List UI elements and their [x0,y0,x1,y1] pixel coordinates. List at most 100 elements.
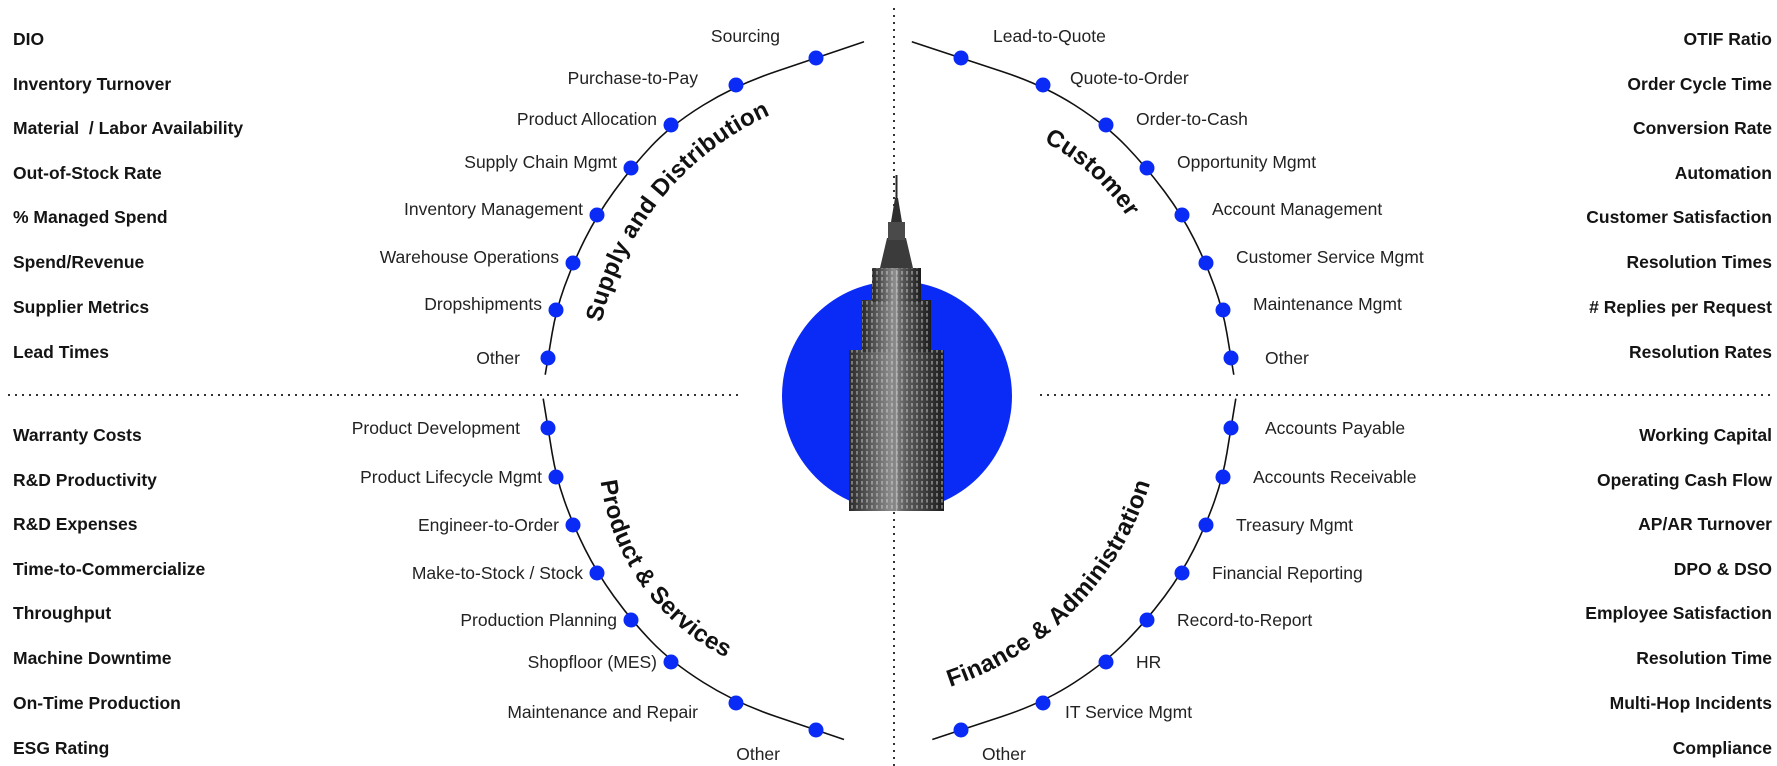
quadrant-title-product: Product & Services [595,478,737,663]
process-label-supply-6: Dropshipments [424,294,542,314]
process-label-finance-2: Treasury Mgmt [1236,515,1353,535]
kpi-label-finance-6: Multi-Hop Incidents [1610,693,1773,713]
process-label-customer-0: Lead-to-Quote [993,26,1106,46]
kpi-label-supply-3: Out-of-Stock Rate [13,163,162,183]
process-label-customer-2: Order-to-Cash [1136,109,1248,129]
process-label-product-2: Engineer-to-Order [418,515,559,535]
kpi-label-customer-1: Order Cycle Time [1627,74,1772,94]
process-dot-product-0 [540,420,556,436]
kpi-label-finance-0: Working Capital [1639,425,1772,445]
process-label-product-6: Maintenance and Repair [507,702,698,722]
process-dot-supply-2 [663,117,679,133]
process-dot-product-3 [589,565,605,581]
process-dot-customer-3 [1139,160,1155,176]
process-label-finance-0: Accounts Payable [1265,418,1405,438]
process-label-supply-2: Product Allocation [517,109,657,129]
arc-product [542,398,845,741]
kpi-label-product-4: Throughput [13,603,111,623]
process-dot-finance-5 [1098,654,1114,670]
quadrant-title-supply: Supply and Distribution [581,96,773,324]
kpi-label-customer-6: # Replies per Request [1589,297,1772,317]
kpi-label-supply-5: Spend/Revenue [13,252,145,272]
process-dot-supply-7 [540,350,556,366]
process-dot-customer-4 [1174,207,1190,223]
process-label-supply-0: Sourcing [711,26,780,46]
process-label-finance-5: HR [1136,652,1161,672]
process-label-supply-1: Purchase-to-Pay [568,68,699,88]
arc-customer [911,41,1235,375]
arc-supply [544,41,865,375]
process-dot-customer-1 [1035,77,1051,93]
process-label-finance-3: Financial Reporting [1212,563,1363,583]
process-dot-supply-4 [589,207,605,223]
process-label-finance-4: Record-to-Report [1177,610,1312,630]
process-dot-product-1 [548,469,564,485]
process-dot-product-7 [808,722,824,738]
process-label-customer-7: Other [1265,348,1309,368]
process-dot-finance-6 [1035,695,1051,711]
process-label-finance-7: Other [982,744,1026,764]
process-label-supply-5: Warehouse Operations [380,247,560,267]
process-label-product-7: Other [736,744,780,764]
kpi-label-product-7: ESG Rating [13,738,109,758]
kpi-label-finance-7: Compliance [1673,738,1772,758]
process-dot-customer-7 [1223,350,1239,366]
kpi-label-finance-1: Operating Cash Flow [1597,470,1772,490]
process-label-product-1: Product Lifecycle Mgmt [360,467,542,487]
process-dot-finance-4 [1139,612,1155,628]
kpi-label-supply-4: % Managed Spend [13,207,168,227]
kpi-label-supply-6: Supplier Metrics [13,297,149,317]
kpi-label-product-1: R&D Productivity [13,470,157,490]
kpi-label-customer-2: Conversion Rate [1633,118,1772,138]
kpi-label-finance-4: Employee Satisfaction [1585,603,1772,623]
kpi-label-supply-2: Material / Labor Availability [13,118,243,138]
kpi-label-finance-3: DPO & DSO [1674,559,1772,579]
process-arcs [542,41,1237,741]
process-label-customer-6: Maintenance Mgmt [1253,294,1402,314]
process-label-finance-6: IT Service Mgmt [1065,702,1192,722]
process-dot-supply-3 [623,160,639,176]
process-dot-customer-2 [1098,117,1114,133]
process-label-supply-3: Supply Chain Mgmt [464,152,617,172]
kpi-label-finance-5: Resolution Time [1636,648,1772,668]
kpi-label-customer-5: Resolution Times [1626,252,1772,272]
kpi-label-product-6: On-Time Production [13,693,181,713]
process-label-customer-3: Opportunity Mgmt [1177,152,1316,172]
process-dot-customer-0 [953,50,969,66]
arc-finance [932,398,1237,741]
process-dot-supply-5 [565,255,581,271]
process-dot-customer-6 [1215,302,1231,318]
process-label-product-0: Product Development [352,418,520,438]
process-dot-supply-6 [548,302,564,318]
process-dot-supply-1 [728,77,744,93]
kpi-label-product-5: Machine Downtime [13,648,172,668]
kpi-label-customer-3: Automation [1675,163,1772,183]
process-dot-finance-7 [953,722,969,738]
process-dot-product-6 [728,695,744,711]
kpi-label-finance-2: AP/AR Turnover [1638,514,1772,534]
kpi-label-customer-4: Customer Satisfaction [1586,207,1772,227]
process-dot-product-4 [623,612,639,628]
quadrant-title-finance: Finance & Administration [943,476,1156,693]
process-label-finance-1: Accounts Receivable [1253,467,1416,487]
kpi-label-product-0: Warranty Costs [13,425,142,445]
process-label-supply-4: Inventory Management [404,199,583,219]
quadrant-title-customer: Customer [1041,123,1145,221]
kpi-label-supply-0: DIO [13,29,44,49]
kpi-label-customer-0: OTIF Ratio [1684,29,1772,49]
kpi-label-product-3: Time-to-Commercialize [13,559,205,579]
process-label-product-4: Production Planning [460,610,617,630]
kpi-label-supply-1: Inventory Turnover [13,74,171,94]
process-dot-finance-3 [1174,565,1190,581]
process-label-supply-7: Other [476,348,520,368]
process-dot-finance-1 [1215,469,1231,485]
kpi-label-customer-7: Resolution Rates [1629,342,1772,362]
process-label-product-5: Shopfloor (MES) [528,652,657,672]
process-dot-product-2 [565,517,581,533]
process-dot-supply-0 [808,50,824,66]
kpi-label-product-2: R&D Expenses [13,514,138,534]
kpi-label-supply-7: Lead Times [13,342,109,362]
